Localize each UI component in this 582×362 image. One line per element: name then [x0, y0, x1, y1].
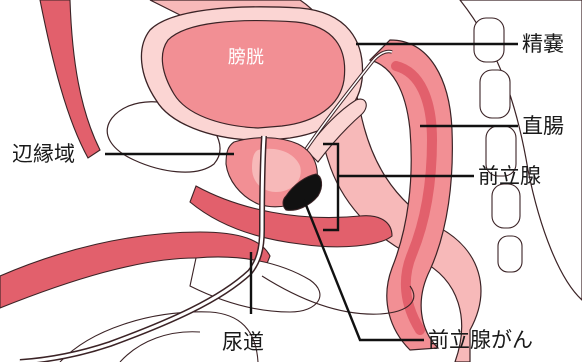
label-prostate: 前立腺 [478, 164, 541, 188]
label-prostate-cancer: 前立腺がん [428, 328, 533, 352]
label-urethra: 尿道 [222, 330, 264, 354]
label-seminal-vesicle: 精嚢 [522, 32, 564, 56]
label-peripheral-zone: 辺縁域 [12, 142, 75, 166]
label-bladder: 膀胱 [228, 46, 264, 70]
label-rectum: 直腸 [522, 114, 564, 138]
abdominal-wall [40, 0, 100, 158]
